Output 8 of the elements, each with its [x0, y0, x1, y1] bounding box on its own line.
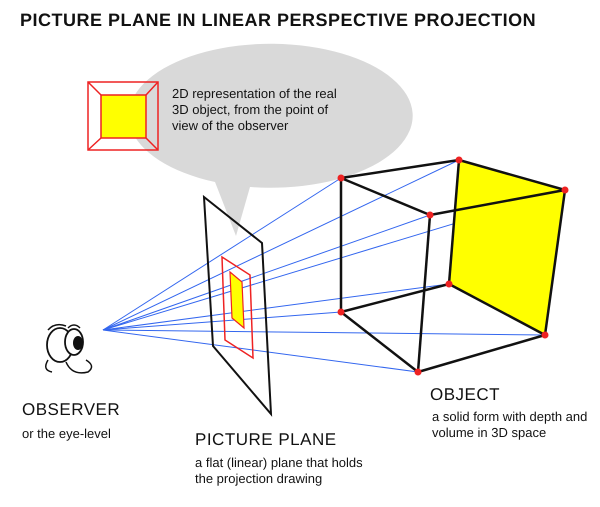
title: PICTURE PLANE IN LINEAR PERSPECTIVE PROJECTION: [20, 10, 536, 31]
caption: or the eye-level: [22, 426, 112, 442]
caption: a solid form with depth and volume in 3D space: [432, 409, 588, 441]
caption: a flat (linear) plane that holds the projection drawing: [195, 455, 364, 487]
heading: OBJECT: [430, 385, 502, 405]
heading: PICTURE PLANE: [195, 430, 338, 450]
heading: OBSERVER: [22, 400, 122, 420]
bubble-text: 2D representation of the real 3D object, from the point of view of the observer: [172, 86, 342, 134]
